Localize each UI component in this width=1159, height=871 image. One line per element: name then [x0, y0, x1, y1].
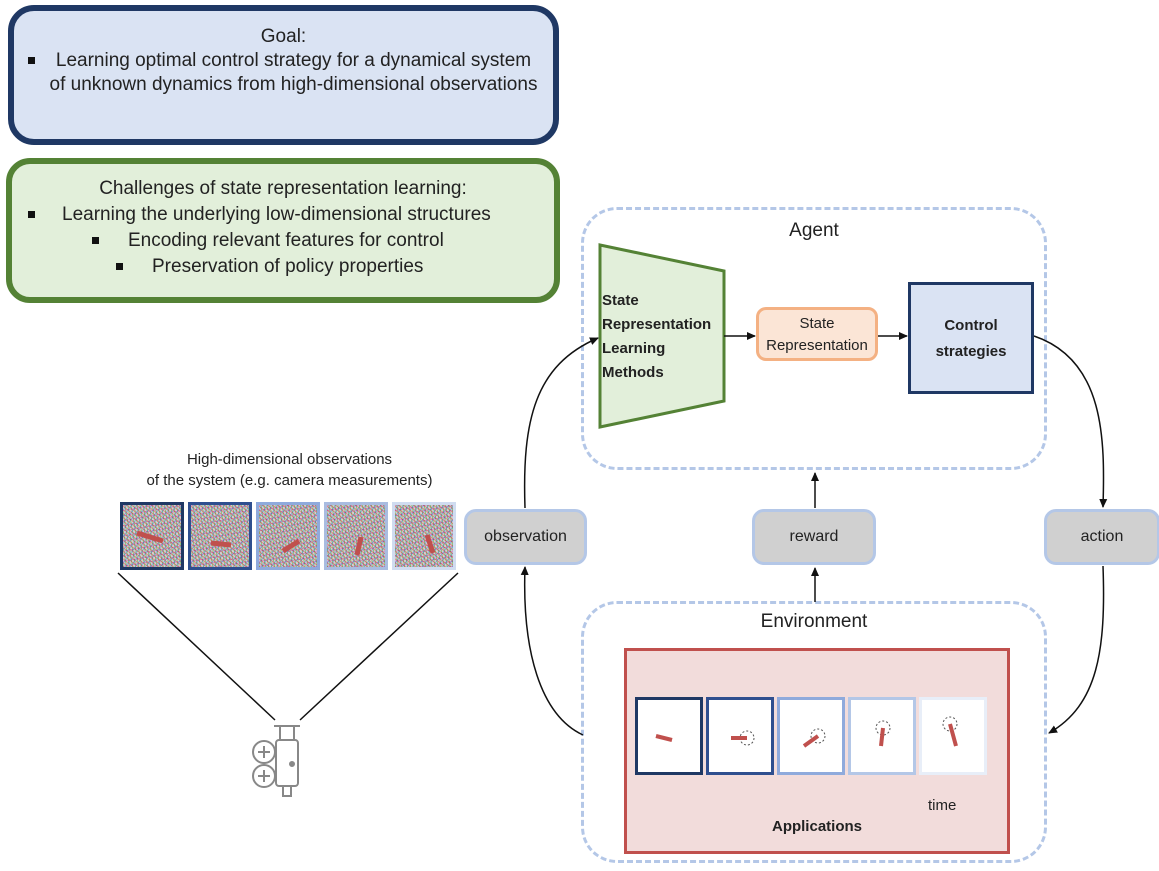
applications-label: Applications [771, 818, 862, 835]
control-line: strategies [935, 343, 1007, 360]
application-frame [919, 697, 987, 775]
srl-methods-label: State Representation Learning Methods [602, 289, 732, 385]
agent-frame: Agent [581, 207, 1047, 470]
observations-caption: High-dimensional observations of the sys… [117, 449, 462, 491]
control-line: Control [944, 317, 998, 334]
srl-line: Representation [602, 316, 712, 333]
agent-title: Agent [789, 220, 839, 241]
observation-thumbnail [256, 502, 320, 570]
action-pill: action [1044, 509, 1159, 565]
challenge-item-label: Learning the underlying low-dimensional … [62, 204, 491, 225]
camera-view-line [299, 572, 459, 721]
challenge-item: Learning the underlying low-dimensional … [12, 202, 554, 228]
challenge-item: Encoding relevant features for control [12, 228, 554, 254]
observation-pill: observation [464, 509, 587, 565]
pendulum-image [655, 734, 673, 742]
application-frame [706, 697, 774, 775]
bullet-marker [28, 57, 35, 64]
goal-heading: Goal: [260, 26, 307, 47]
observation-thumbnail [324, 502, 388, 570]
goal-bullet: Learning optimal control strategy for a … [14, 49, 553, 97]
observation-thumbnail [392, 502, 456, 570]
observation-thumbnail [120, 502, 184, 570]
environment-to-observation-arrow [520, 566, 584, 736]
state-representation-box: State Representation [756, 307, 878, 361]
action-to-environment-arrow [1048, 565, 1105, 734]
challenge-item-label: Preservation of policy properties [152, 256, 424, 277]
goal-text: Learning optimal control strategy for a … [49, 50, 538, 95]
srl-line: Learning [602, 340, 666, 357]
srl-trapezoid [598, 243, 726, 429]
caption-line: of the system (e.g. camera measurements) [146, 472, 433, 489]
control-strategies-box: Control strategies [908, 282, 1034, 394]
pendulum-image [136, 530, 164, 544]
srl-line: Methods [602, 364, 664, 381]
challenge-item-label: Encoding relevant features for control [128, 230, 444, 251]
observation-thumbnail [188, 502, 252, 570]
control-to-action-arrow [1033, 335, 1108, 508]
pendulum-image [942, 716, 958, 747]
pendulum-image [281, 538, 301, 554]
challenges-box: Challenges of state representation learn… [6, 158, 560, 303]
environment-title: Environment [760, 611, 868, 632]
application-frame [635, 697, 703, 775]
time-label: time [928, 797, 957, 814]
goal-box: Goal: Learning optimal control strategy … [8, 5, 559, 145]
pendulum-image [875, 720, 891, 747]
challenge-item: Preservation of policy properties [12, 254, 554, 280]
state-rep-line: Representation [766, 337, 868, 354]
state-rep-line: State [799, 315, 835, 332]
camera-icon [252, 725, 300, 797]
pendulum-image [210, 540, 232, 548]
observation-to-srl-arrow [523, 337, 599, 509]
bullet-marker [28, 211, 35, 218]
challenges-heading: Challenges of state representation learn… [99, 178, 467, 199]
pendulum-image [424, 534, 436, 554]
srl-line: State [602, 292, 639, 309]
environment-frame: Environment [581, 601, 1047, 863]
reward-pill: reward [752, 509, 876, 565]
camera-view-line [117, 572, 276, 721]
bullet-marker [92, 237, 99, 244]
pendulum-image [731, 730, 755, 746]
application-frame [777, 697, 845, 775]
bullet-marker [116, 263, 123, 270]
caption-line: High-dimensional observations [186, 451, 393, 468]
pendulum-image [354, 536, 364, 556]
application-frame [848, 697, 916, 775]
pendulum-image [802, 728, 826, 748]
